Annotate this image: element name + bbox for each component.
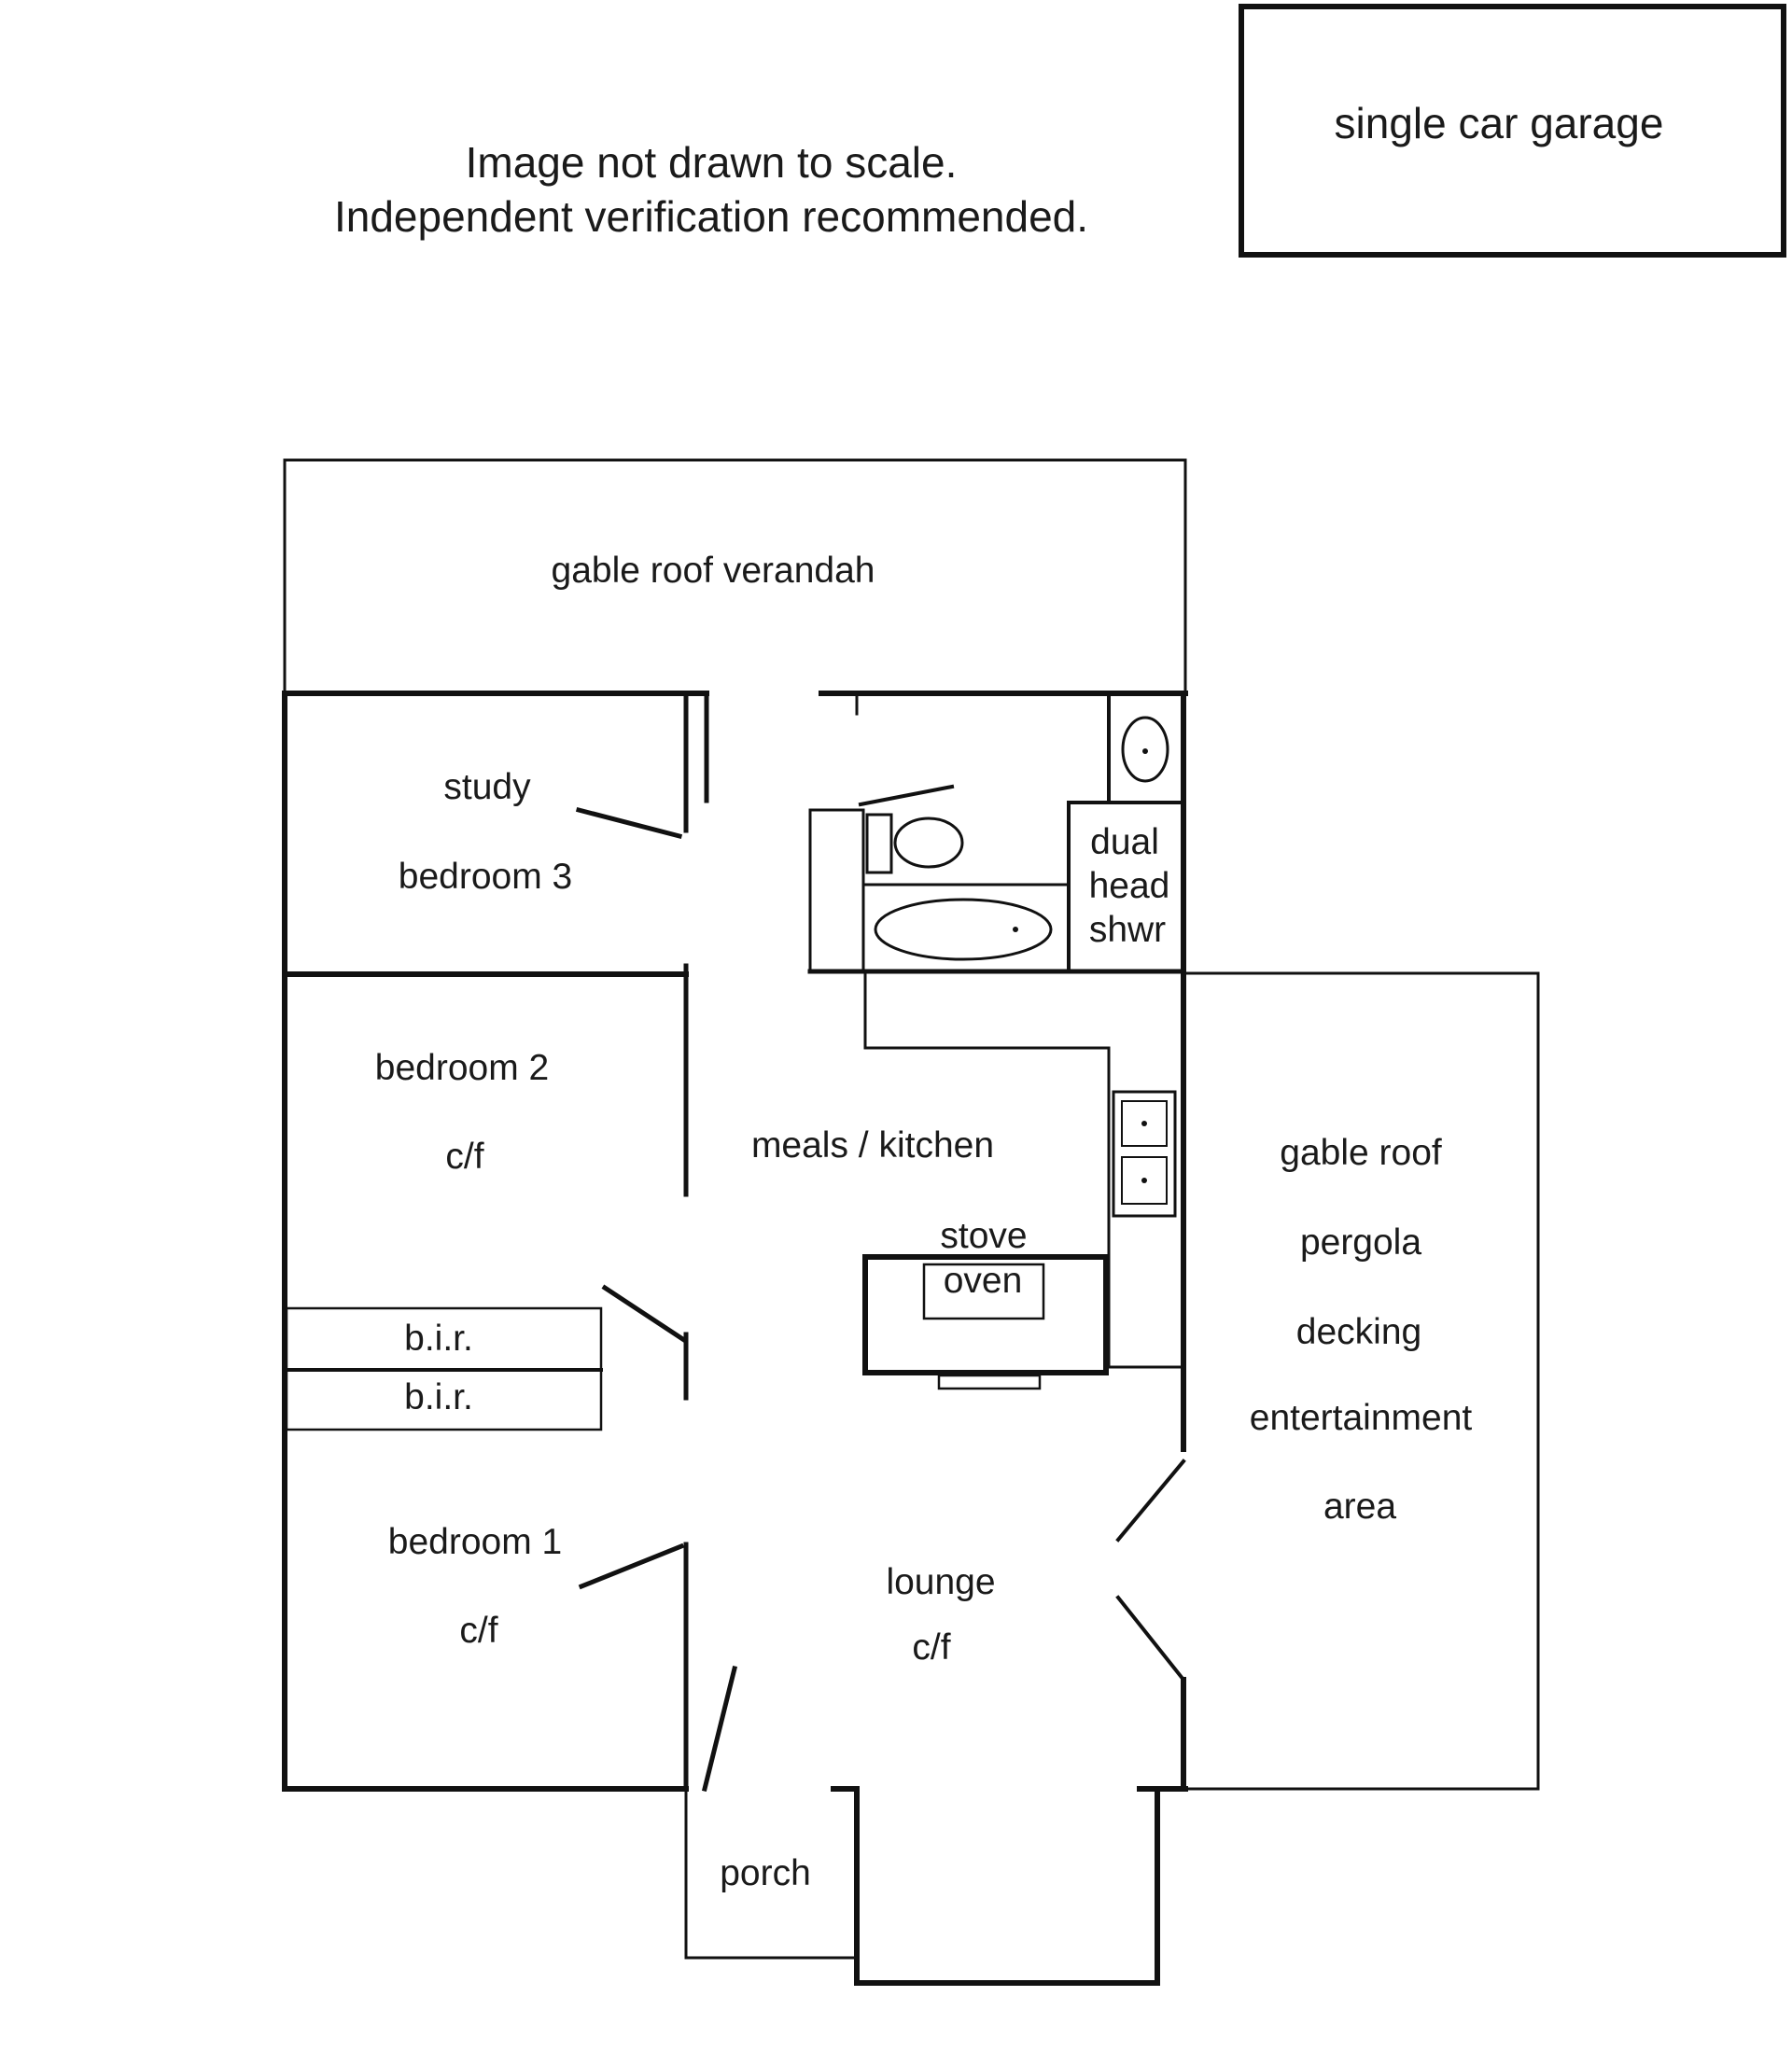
- bir-upper-label: b.i.r.: [404, 1319, 473, 1359]
- study-label: study: [443, 767, 531, 807]
- porch-outline: [684, 1787, 859, 1960]
- toilet-bowl: [893, 817, 964, 869]
- sink-bowl-2: [1121, 1156, 1168, 1205]
- bedroom1-label: bedroom 1: [388, 1522, 562, 1562]
- bir-lower-label: b.i.r.: [404, 1377, 473, 1417]
- shower-label-line3: shwr: [1089, 910, 1166, 950]
- porch-label: porch: [720, 1853, 811, 1893]
- scale-notice-line2: Independent verification recommended.: [334, 192, 1088, 241]
- door-swings: [575, 784, 1186, 1793]
- sink-drain-icon-1: [1141, 1121, 1147, 1126]
- pergola-label-line5: area: [1323, 1487, 1396, 1527]
- oven-label: oven: [944, 1261, 1023, 1301]
- lounge-cf-label: c/f: [912, 1627, 950, 1668]
- interior-walls: [282, 691, 859, 1792]
- pergola-outline: [1183, 971, 1540, 1791]
- vanity-outline: [808, 808, 865, 973]
- scale-notice-line1: Image not drawn to scale.: [466, 138, 958, 187]
- bathtub-icon: [874, 898, 1053, 961]
- house-walls: [282, 691, 1188, 1792]
- shower-label-line1: dual: [1090, 822, 1159, 862]
- sink-drain-icon-2: [1141, 1178, 1147, 1183]
- pergola-label-line2: pergola: [1300, 1222, 1421, 1263]
- shower-label-line2: head: [1089, 866, 1170, 906]
- sink-outline: [1112, 1090, 1177, 1218]
- entry-projection: [831, 1786, 1160, 1986]
- bedroom1-cf-label: c/f: [459, 1611, 497, 1651]
- toilet-cistern: [865, 813, 893, 874]
- basin-drain-icon: [1142, 748, 1148, 754]
- lounge-label: lounge: [886, 1562, 995, 1602]
- bedroom2-label: bedroom 2: [375, 1048, 549, 1088]
- garage-outline: [1239, 4, 1786, 258]
- bedroom2-cf-label: c/f: [445, 1137, 483, 1177]
- sink-bowl-1: [1121, 1100, 1168, 1147]
- stove-label: stove: [940, 1216, 1027, 1256]
- oven-outline: [922, 1263, 1045, 1320]
- pergola-label-line1: gable roof: [1280, 1133, 1442, 1173]
- verandah-label: gable roof verandah: [552, 551, 875, 591]
- pergola-label-line3: decking: [1296, 1312, 1421, 1352]
- bedroom3-label: bedroom 3: [399, 857, 572, 897]
- kitchen: [862, 970, 1185, 1390]
- pergola-label-line4: entertainment: [1250, 1398, 1473, 1438]
- basin-icon: [1121, 716, 1169, 783]
- meals-kitchen-label: meals / kitchen: [751, 1125, 994, 1166]
- verandah-outline: [283, 458, 1187, 695]
- bench-overhang: [937, 1374, 1042, 1390]
- stove-bench: [862, 1254, 1109, 1375]
- bathtub-drain-icon: [1013, 927, 1018, 932]
- bathroom: [807, 691, 1186, 974]
- garage-label: single car garage: [1335, 99, 1664, 147]
